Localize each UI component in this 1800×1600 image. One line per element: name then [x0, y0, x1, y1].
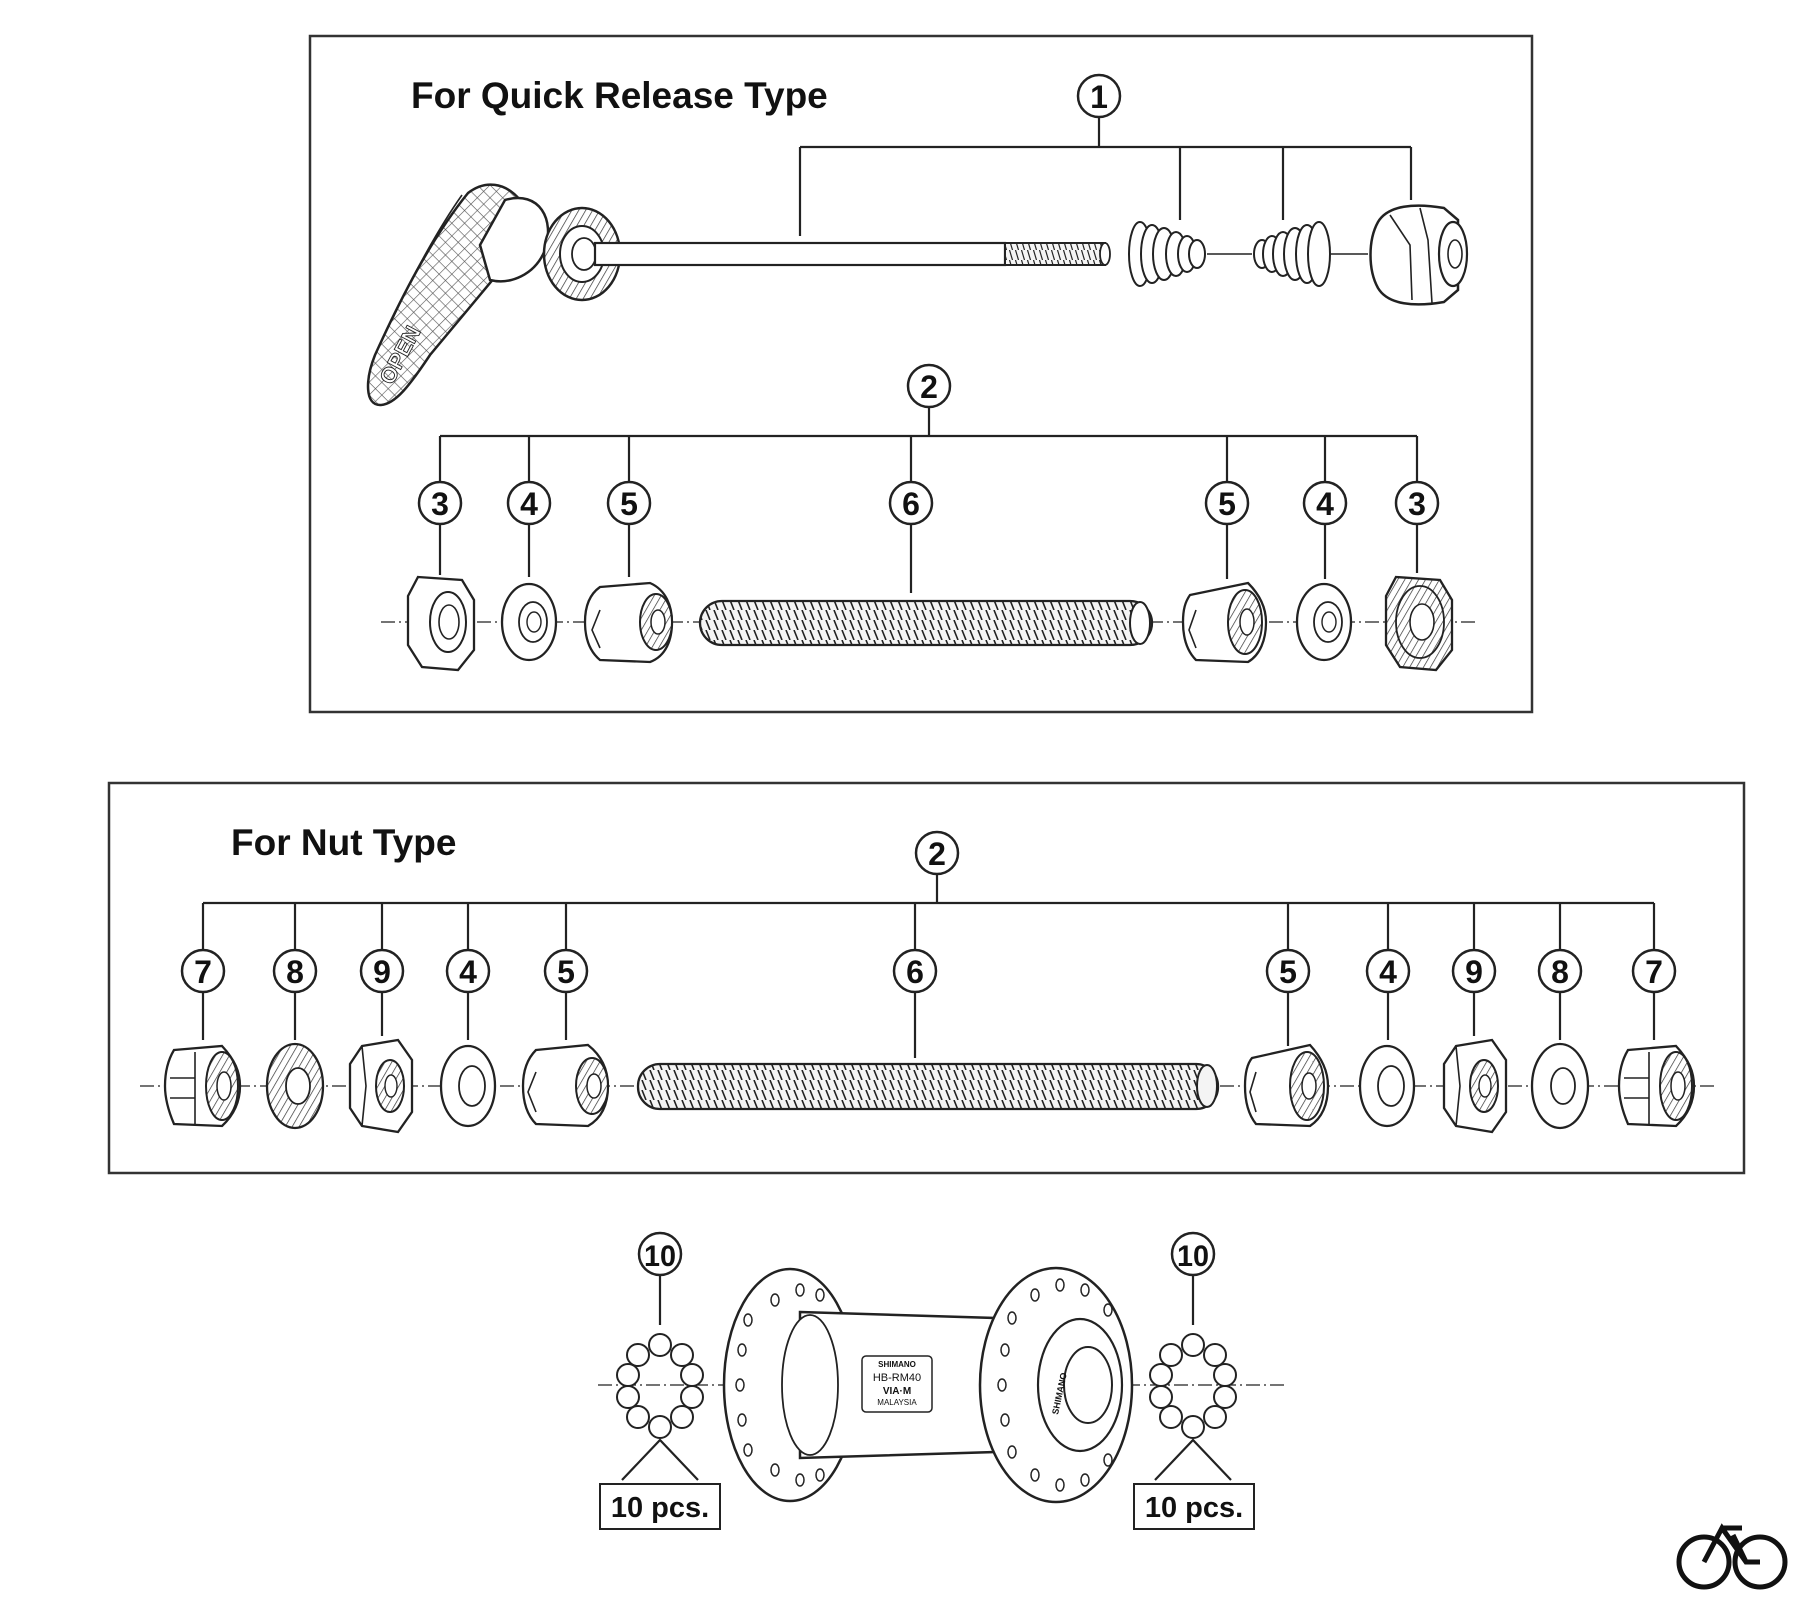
bearing-balls-right	[1149, 1333, 1237, 1439]
nut-callout-9-right: 9	[1451, 948, 1497, 994]
nut-axle-nut-left	[163, 1044, 242, 1128]
qr-callout-3-left-label: 3	[431, 486, 449, 522]
quick-release-panel: For Quick Release Type OPEN	[308, 34, 1534, 714]
qr-callout-4-left: 4	[506, 480, 552, 526]
qr-callout-4-right: 4	[1302, 480, 1348, 526]
qr-spring-right	[1253, 221, 1331, 287]
hub-label-line-4: MALAYSIA	[877, 1398, 917, 1407]
nut-callout-5-right-label: 5	[1279, 954, 1297, 990]
nut-callout-2-label: 2	[928, 836, 946, 872]
qr-hollow-axle	[698, 599, 1154, 647]
nut-washer-right	[1358, 1044, 1416, 1128]
hub-label-line-2: HB-RM40	[873, 1372, 921, 1384]
hub-label-line-3: VIA·M	[883, 1386, 911, 1397]
hub-callout-10-right: 10	[1170, 1231, 1216, 1277]
nut-lock-nut-left	[348, 1038, 414, 1134]
nut-type-panel: For Nut Type	[107, 781, 1746, 1175]
nut-serrated-washer-right	[1530, 1042, 1590, 1130]
quantity-left-label: 10 pcs.	[611, 1492, 709, 1524]
nut-washer-left	[439, 1044, 497, 1128]
qr-callout-4-right-label: 4	[1316, 486, 1334, 522]
nut-panel-title: For Nut Type	[231, 822, 456, 863]
nut-callout-7-right: 7	[1631, 948, 1677, 994]
nut-callout-5-left-label: 5	[557, 954, 575, 990]
qr-callout-5-right: 5	[1204, 480, 1250, 526]
qr-callout-6-label: 6	[902, 486, 920, 522]
qr-callout-5-right-label: 5	[1218, 486, 1236, 522]
nut-cone-left	[521, 1043, 610, 1128]
qr-washer-left	[500, 582, 558, 662]
qr-callout-1: 1	[1076, 73, 1122, 119]
nut-callout-5-left: 5	[543, 948, 589, 994]
callout-tree-2-qr	[438, 405, 1419, 593]
qr-callout-2: 2	[906, 363, 952, 409]
nut-callout-5-right: 5	[1265, 948, 1311, 994]
nut-callout-9-left: 9	[359, 948, 405, 994]
qr-callout-3-right-label: 3	[1408, 486, 1426, 522]
qr-lock-nut-right	[1384, 575, 1454, 672]
callout-tree-2-nut	[201, 873, 1656, 1058]
hub-callout-10-left-label: 10	[644, 1240, 676, 1273]
qr-washer-right	[1295, 582, 1353, 662]
hub-label-line-1: SHIMANO	[878, 1360, 916, 1369]
nut-callout-6: 6	[892, 948, 938, 994]
nut-axle-nut-right	[1617, 1044, 1696, 1128]
nut-cone-right	[1243, 1043, 1330, 1128]
qr-callout-3-left: 3	[417, 480, 463, 526]
qr-callout-5-left: 5	[606, 480, 652, 526]
qr-adjusting-nut	[1369, 204, 1469, 306]
nut-callout-7-left-label: 7	[194, 954, 212, 990]
nut-callout-4-right-label: 4	[1379, 954, 1397, 990]
hub-callout-10-left: 10	[637, 1231, 683, 1277]
qr-skewer-rod	[593, 241, 1111, 267]
nut-callout-7-left: 7	[180, 948, 226, 994]
nut-callout-4-left-label: 4	[459, 954, 477, 990]
nut-serrated-washer-left	[265, 1042, 325, 1130]
nut-lock-nut-right	[1442, 1038, 1508, 1134]
qr-callout-5-left-label: 5	[620, 486, 638, 522]
hub-callout-10-right-label: 10	[1177, 1240, 1209, 1273]
callout-tree-1	[798, 114, 1413, 236]
qr-callout-1-label: 1	[1090, 79, 1108, 115]
qr-cone-left	[583, 581, 674, 664]
nut-callout-8-right-label: 8	[1551, 954, 1569, 990]
nut-callout-8-left: 8	[272, 948, 318, 994]
qr-cone-right	[1181, 581, 1268, 664]
nut-callout-6-label: 6	[906, 954, 924, 990]
qr-callout-2-label: 2	[920, 369, 938, 405]
nut-callout-9-right-label: 9	[1465, 954, 1483, 990]
nut-callout-2: 2	[914, 830, 960, 876]
quantity-box-right: 10 pcs.	[1133, 1483, 1255, 1530]
hub-assembly: SHIMANO HB-RM40 VIA·M MALAYSIA SHIMANO 1…	[598, 1231, 1285, 1530]
quantity-box-left: 10 pcs.	[599, 1483, 721, 1530]
nut-callout-9-left-label: 9	[373, 954, 391, 990]
qr-callout-3-right: 3	[1394, 480, 1440, 526]
hub-shell: SHIMANO HB-RM40 VIA·M MALAYSIA SHIMANO	[722, 1266, 1134, 1504]
bearing-balls-left	[616, 1333, 704, 1439]
quantity-right-label: 10 pcs.	[1145, 1492, 1243, 1524]
qr-spring-left	[1128, 221, 1206, 287]
nut-callout-7-right-label: 7	[1645, 954, 1663, 990]
nut-callout-8-left-label: 8	[286, 954, 304, 990]
qr-callout-6: 6	[888, 480, 934, 526]
bicycle-icon	[1676, 1523, 1788, 1590]
nut-solid-axle	[636, 1062, 1220, 1111]
qr-lock-nut-left	[406, 575, 476, 672]
nut-callout-4-right: 4	[1365, 948, 1411, 994]
qr-panel-title: For Quick Release Type	[411, 75, 828, 116]
qr-callout-4-left-label: 4	[520, 486, 538, 522]
nut-callout-8-right: 8	[1537, 948, 1583, 994]
nut-callout-4-left: 4	[445, 948, 491, 994]
